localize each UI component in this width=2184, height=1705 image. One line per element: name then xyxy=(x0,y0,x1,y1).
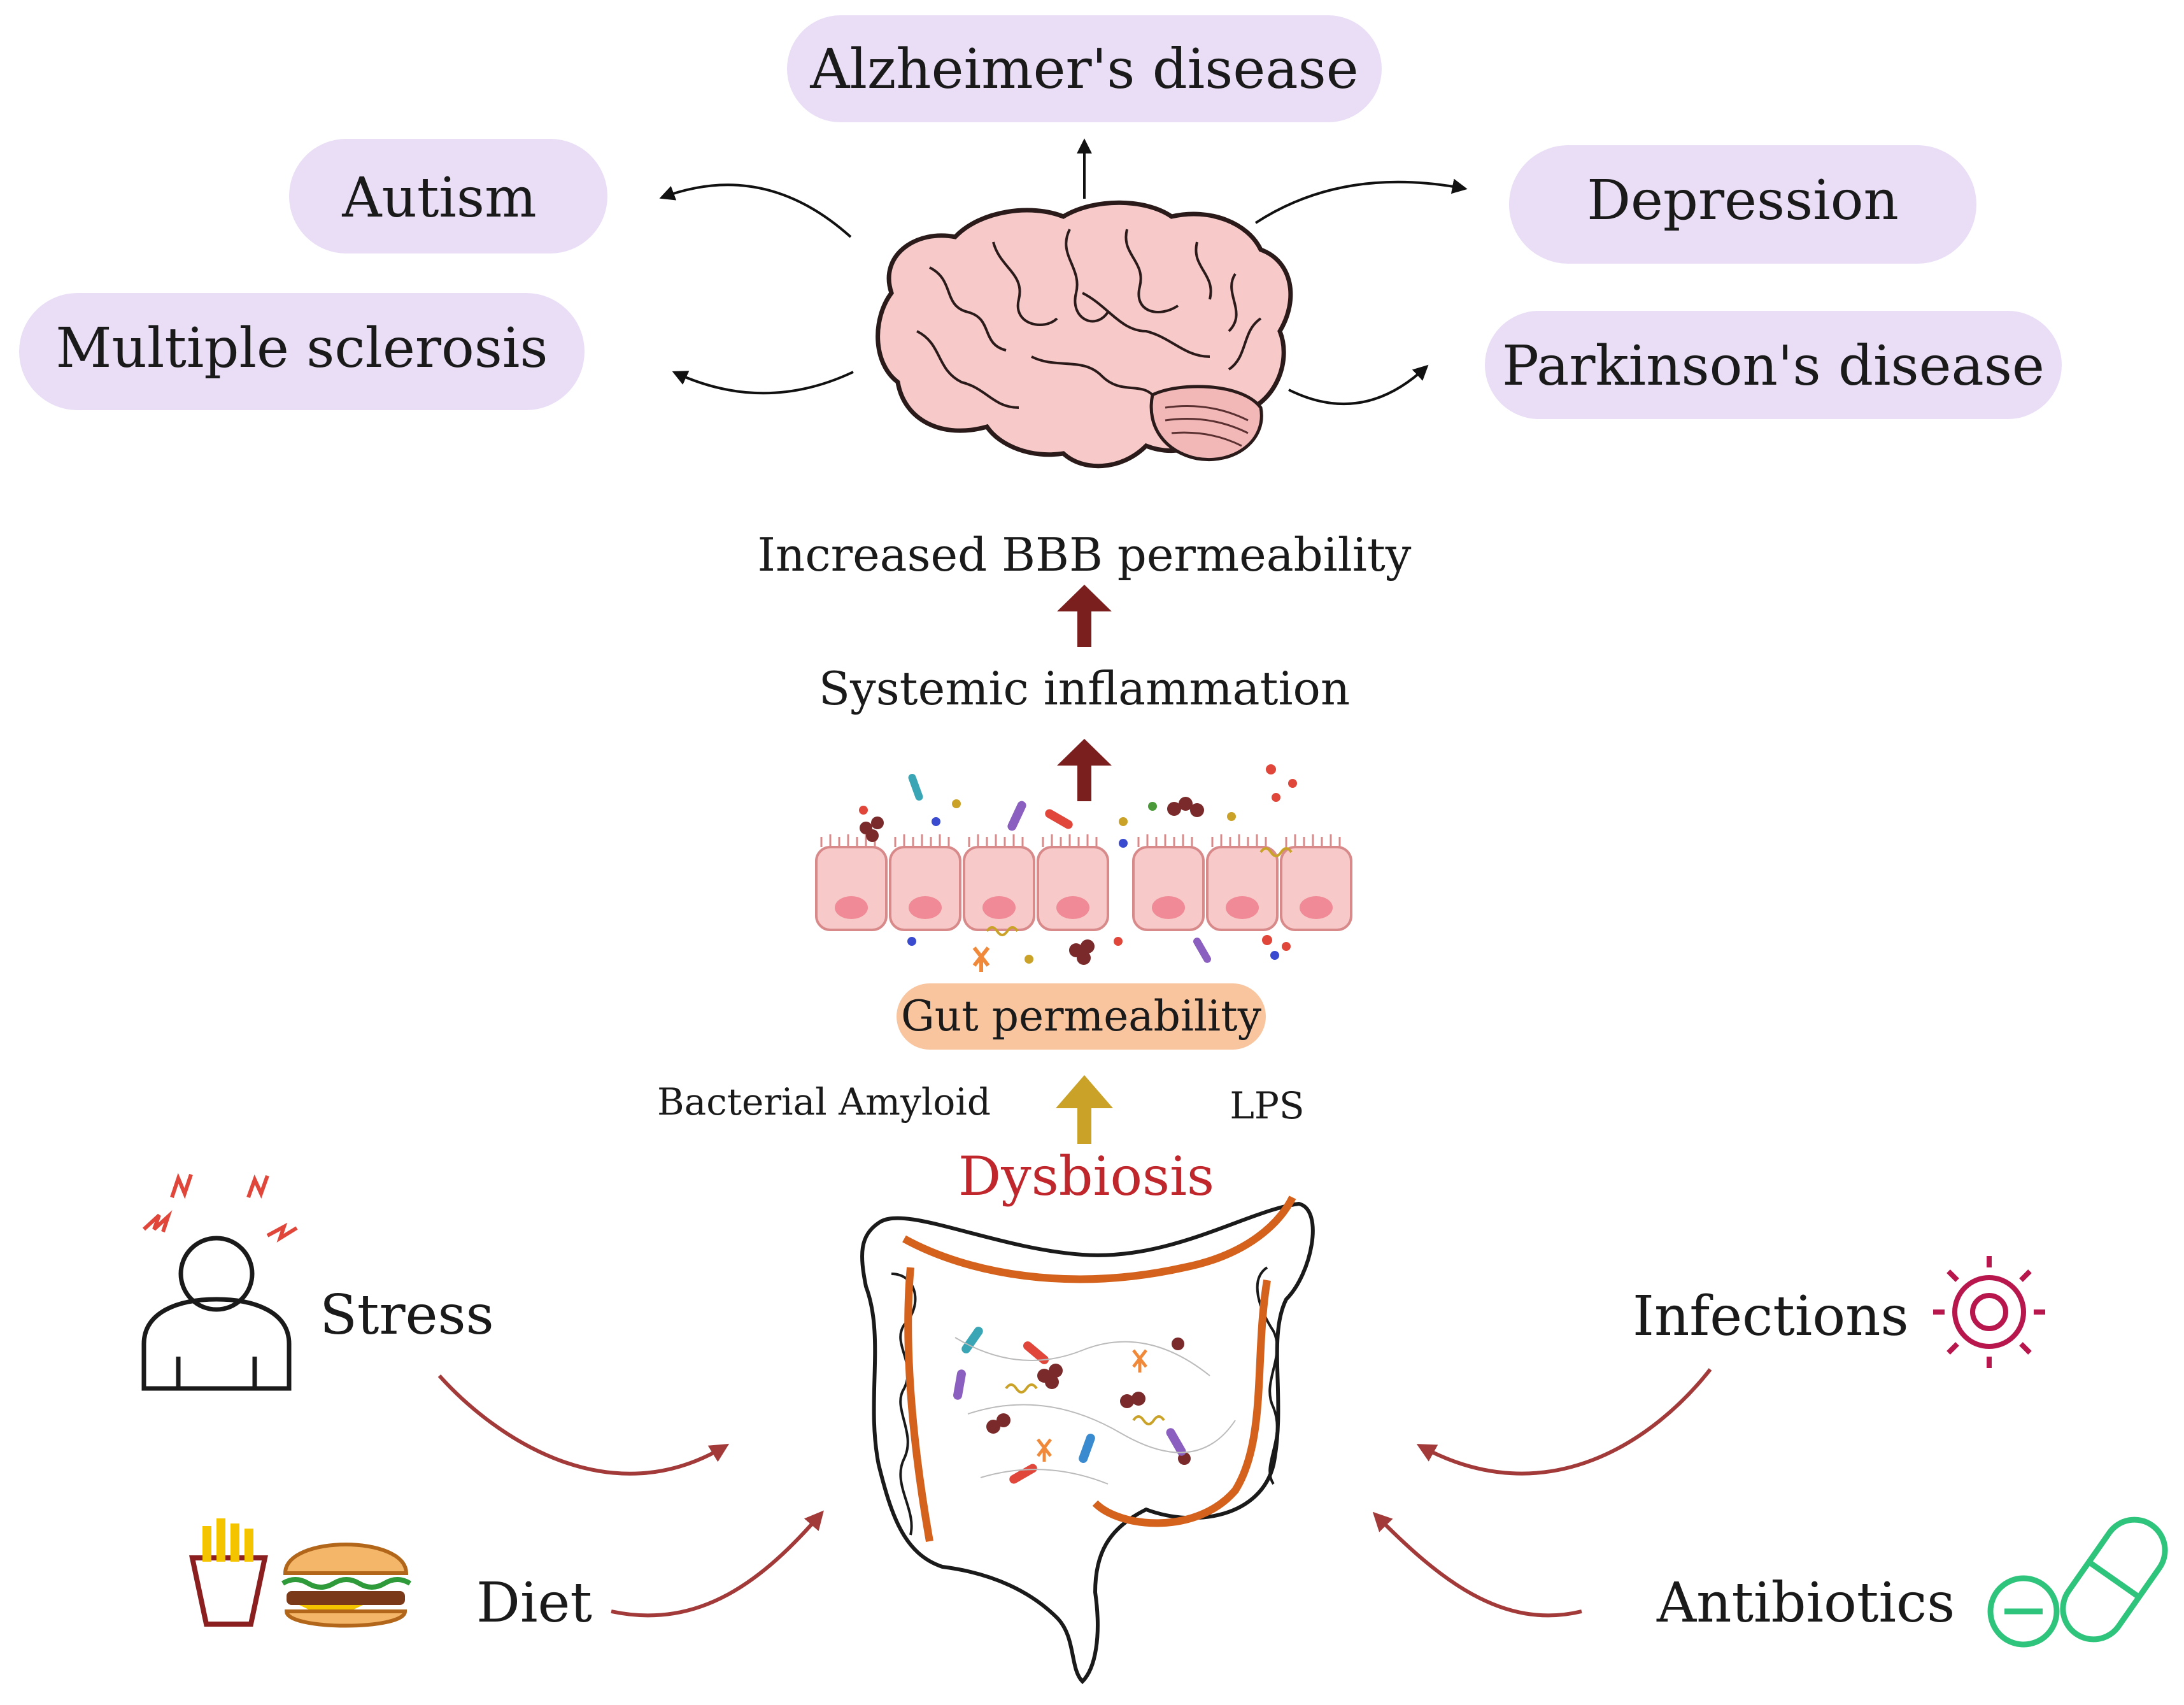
burger-icon xyxy=(281,1543,412,1628)
disease-multiple-sclerosis: Multiple sclerosis xyxy=(19,293,585,410)
gut-permeability-label: Gut permeability xyxy=(901,992,1262,1041)
virus-icon xyxy=(1933,1256,2045,1368)
fries-icon xyxy=(189,1518,268,1627)
arrow-to-depression xyxy=(1254,178,1468,224)
disease-alzheimers: Alzheimer's disease xyxy=(787,15,1382,122)
arrow-epithelium-to-systemic xyxy=(1057,739,1112,801)
disease-ms-label: Multiple sclerosis xyxy=(55,317,548,380)
arrow-dysbiosis-to-gut xyxy=(1056,1075,1113,1144)
stress-label: Stress xyxy=(320,1283,494,1347)
minus-circle-icon xyxy=(1987,1575,2060,1648)
pill-icon xyxy=(2060,1516,2168,1643)
dysbiosis-label: Dysbiosis xyxy=(958,1145,1214,1208)
arrow-to-parkinsons xyxy=(1288,364,1429,406)
factor-stress: Stress xyxy=(141,1173,494,1391)
factor-antibiotics: Antibiotics xyxy=(1656,1516,2168,1648)
factor-diet: Diet xyxy=(189,1518,592,1635)
lps-label: LPS xyxy=(1230,1084,1304,1127)
disease-depression-label: Depression xyxy=(1587,169,1899,232)
disease-parkinsons: Parkinson's disease xyxy=(1485,311,2062,419)
infections-label: Infections xyxy=(1633,1285,1909,1348)
disease-alzheimers-label: Alzheimer's disease xyxy=(809,38,1358,101)
disease-depression: Depression xyxy=(1509,145,1976,264)
arrow-infections-to-colon xyxy=(1416,1368,1712,1476)
arrow-stress-to-colon xyxy=(437,1374,730,1476)
bbb-label: Increased BBB permeability xyxy=(758,528,1412,581)
brain-icon xyxy=(876,200,1293,469)
diet-label: Diet xyxy=(476,1571,592,1635)
arrow-to-ms xyxy=(672,371,854,395)
factor-arrows xyxy=(437,1368,1712,1618)
factor-infections: Infections xyxy=(1633,1256,2045,1368)
intestinal-epithelium-icon xyxy=(815,764,1352,972)
arrow-diet-to-colon xyxy=(611,1510,824,1618)
stressed-person-icon xyxy=(141,1173,298,1391)
disease-parkinsons-label: Parkinson's disease xyxy=(1502,334,2045,398)
arrow-systemic-to-bbb xyxy=(1057,585,1112,647)
arrow-antibiotics-to-colon xyxy=(1372,1511,1582,1618)
bacterial-amyloid-label: Bacterial Amyloid xyxy=(657,1080,991,1124)
arrow-to-autism xyxy=(659,183,852,238)
brain-to-disease-arrows xyxy=(659,138,1468,406)
gut-permeability-pill: Gut permeability xyxy=(897,983,1266,1050)
disease-autism-label: Autism xyxy=(341,166,536,230)
antibiotics-label: Antibiotics xyxy=(1656,1571,1955,1635)
disease-autism: Autism xyxy=(289,139,607,253)
colon-icon xyxy=(860,1195,1315,1685)
systemic-inflammation-label: Systemic inflammation xyxy=(819,662,1351,715)
